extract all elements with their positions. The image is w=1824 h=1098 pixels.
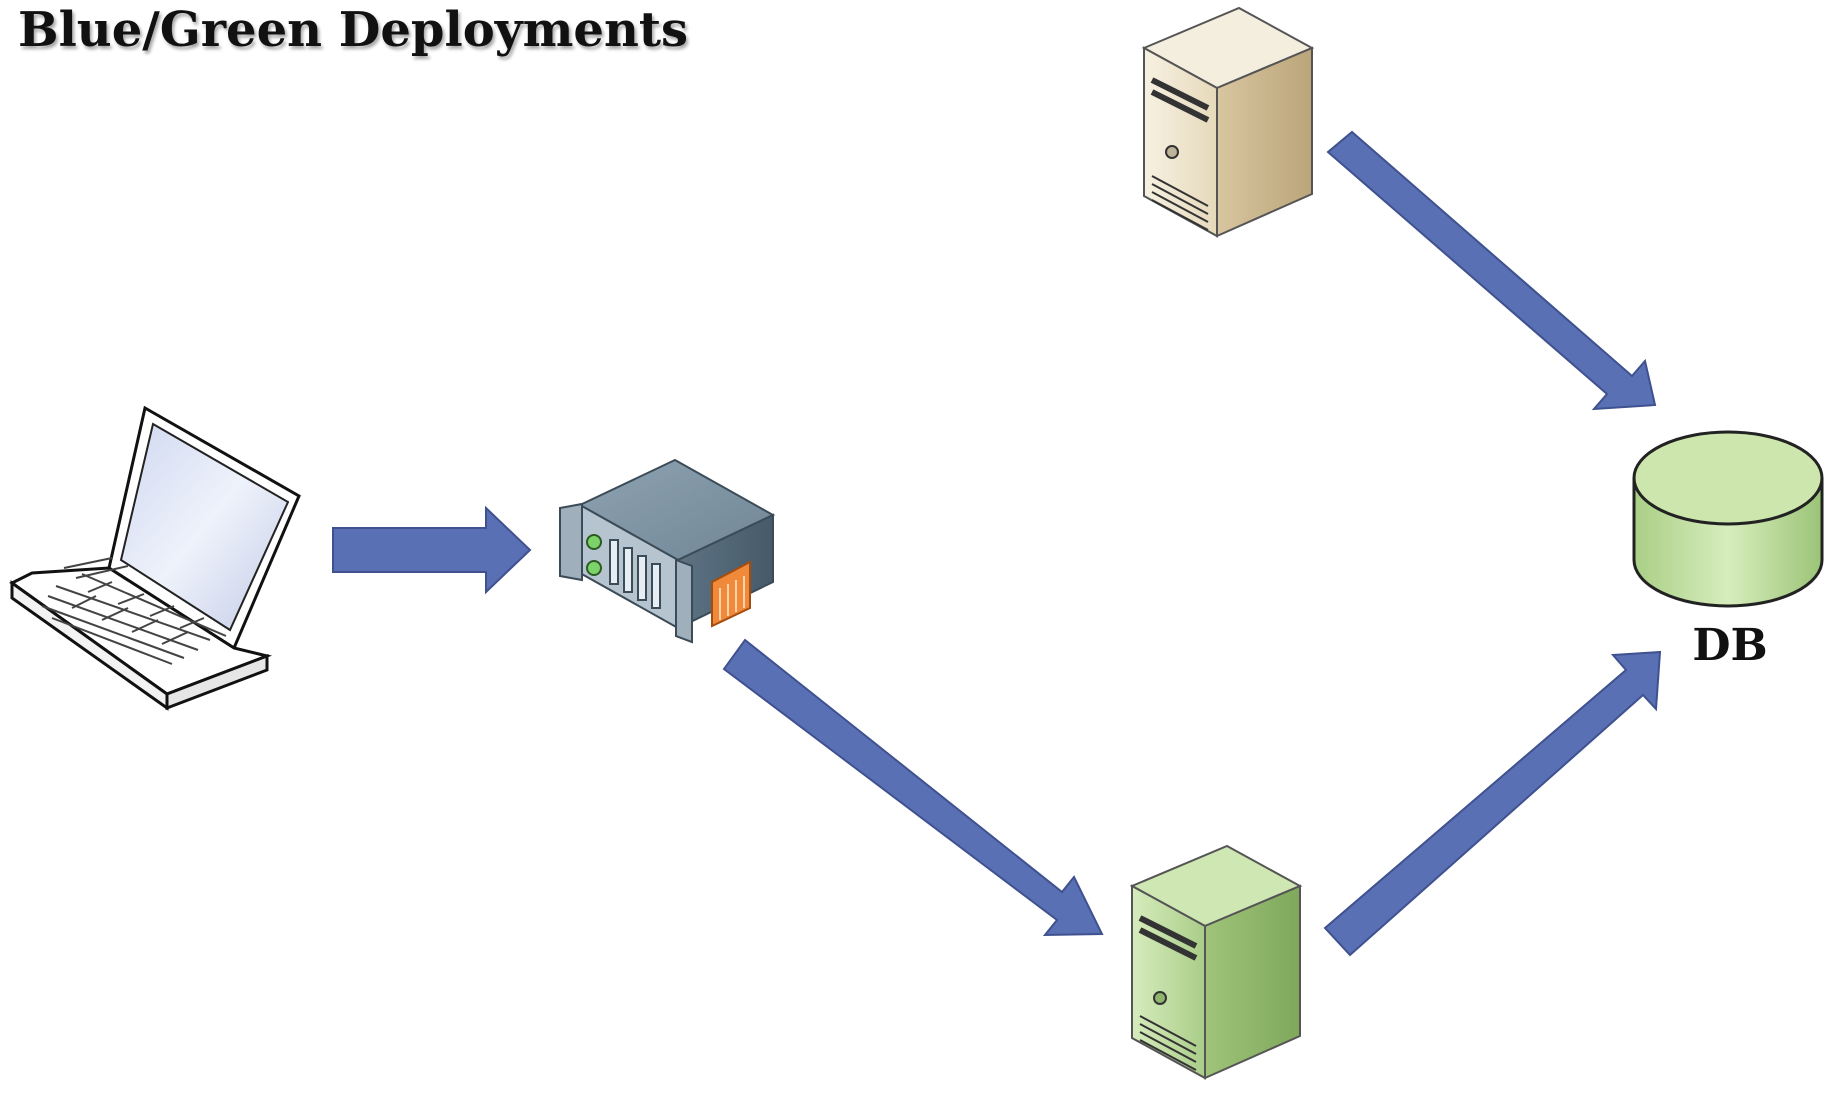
arrow-green-server-to-db xyxy=(1323,650,1662,957)
arrow-shape xyxy=(1326,130,1657,411)
arrow-shape xyxy=(332,505,532,595)
database-label: DB xyxy=(1692,620,1768,671)
arrow-shape xyxy=(722,638,1104,937)
arrow-laptop-to-lb xyxy=(332,505,532,595)
laptop-icon xyxy=(9,405,301,711)
green-server-icon xyxy=(1129,844,1303,1080)
database-icon xyxy=(1632,430,1824,608)
arrow-shape xyxy=(1323,650,1662,957)
arrow-lb-to-green-server xyxy=(722,638,1104,937)
diagram-title: Blue/Green Deployments xyxy=(18,2,689,58)
arrow-blue-server-to-db xyxy=(1326,130,1657,411)
blue-server-icon xyxy=(1141,6,1315,238)
load-balancer-icon xyxy=(559,458,776,644)
